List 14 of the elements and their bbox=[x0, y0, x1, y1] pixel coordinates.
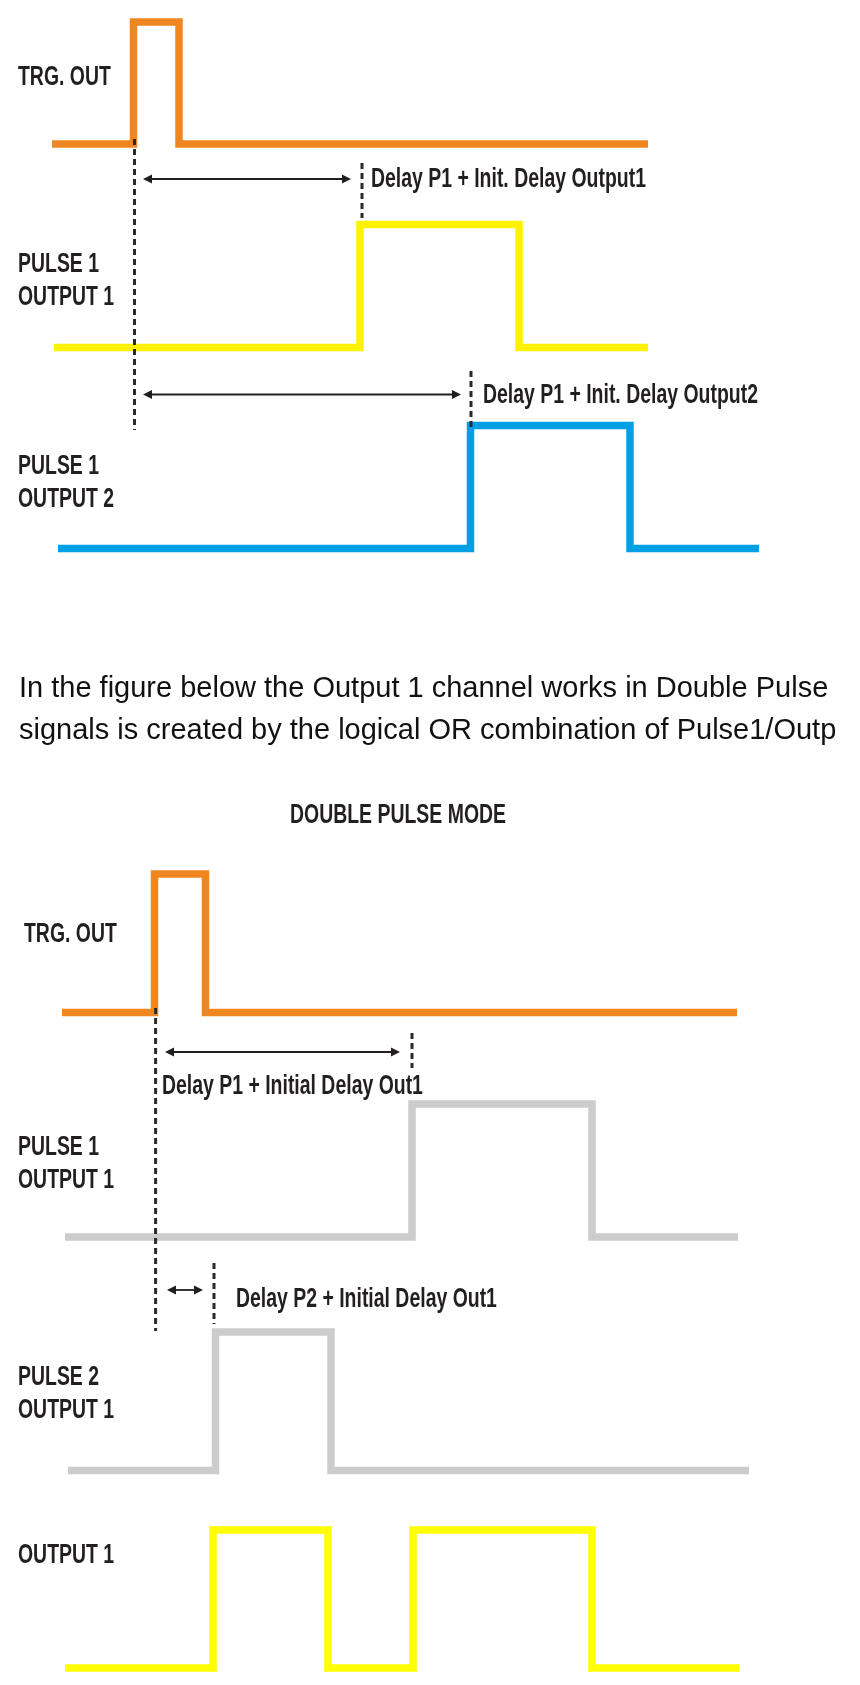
paragraph-text: signals is created by the logical OR combination of Pulse1/Outp bbox=[19, 712, 837, 747]
signal-label: PULSE 1 OUTPUT 2 bbox=[18, 449, 116, 515]
signal-label: PULSE 1 OUTPUT 1 bbox=[18, 1129, 116, 1196]
paragraph-text: In the figure below the Output 1 channel works in Double Pulse bbox=[19, 670, 829, 705]
delay-label: Delay P1 + Initial Delay Out1 bbox=[162, 1068, 423, 1102]
signal-label: OUTPUT 1 bbox=[18, 1537, 116, 1571]
signal-label: TRG. OUT bbox=[24, 916, 118, 950]
delay-label: Delay P2 + Initial Delay Out1 bbox=[236, 1281, 497, 1315]
delay-label: Delay P1 + Init. Delay Output1 bbox=[371, 161, 646, 195]
figure-heading: DOUBLE PULSE MODE bbox=[290, 797, 506, 831]
signal-label: TRG. OUT bbox=[18, 59, 112, 93]
delay-label: Delay P1 + Init. Delay Output2 bbox=[483, 377, 758, 411]
signal-label: PULSE 1 OUTPUT 1 bbox=[18, 246, 116, 313]
signal-label: PULSE 2 OUTPUT 1 bbox=[18, 1359, 116, 1426]
